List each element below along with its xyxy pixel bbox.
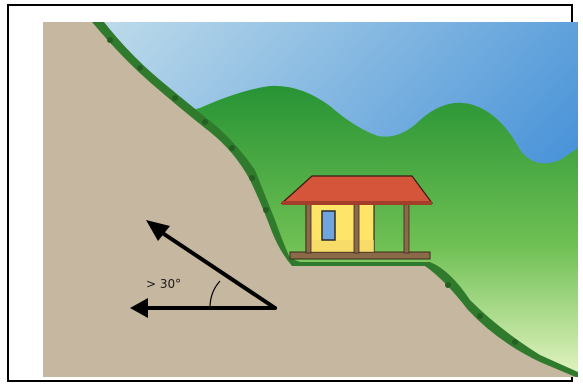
- porch-post: [354, 203, 359, 253]
- house-door: [322, 211, 335, 240]
- porch-post: [404, 203, 409, 253]
- angle-label: > 30°: [146, 277, 181, 291]
- porch-post: [306, 203, 311, 253]
